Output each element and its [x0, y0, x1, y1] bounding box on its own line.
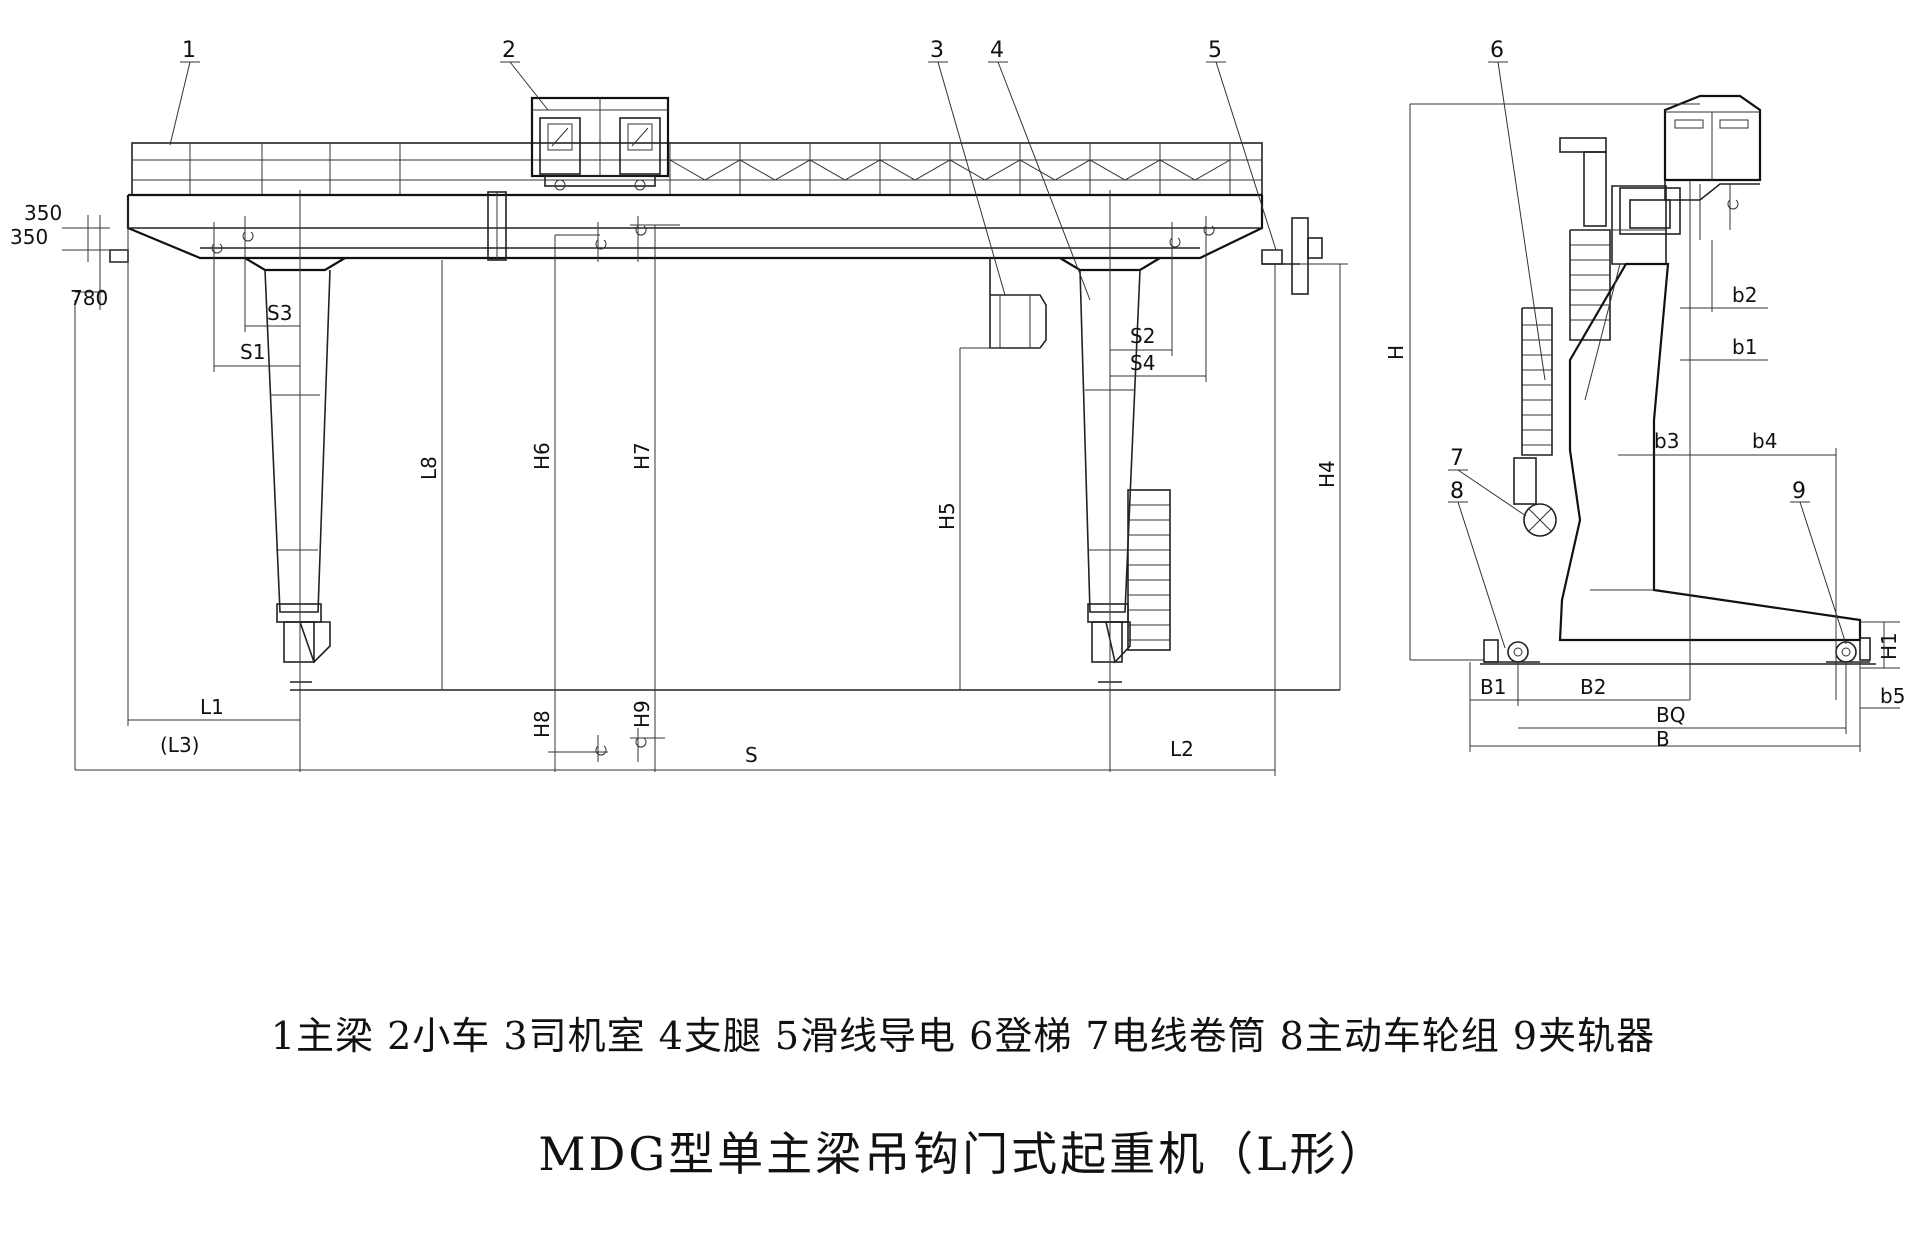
dim-L2: L2 [1170, 737, 1194, 761]
trolley [530, 96, 670, 191]
dim-B: B [1656, 727, 1670, 751]
callout-7: 7 [1450, 446, 1464, 471]
dim-350-top: 350 [24, 201, 62, 225]
front-dimensions [62, 200, 1348, 776]
dim-S4: S4 [1130, 351, 1155, 375]
side-trolley [1663, 94, 1762, 240]
hook-markers [211, 216, 1215, 262]
dim-H4: H4 [1315, 460, 1339, 488]
side-callouts [1448, 61, 1847, 649]
drawing-title: MDG型单主梁吊钩门式起重机（L形） [538, 1127, 1388, 1181]
dim-S2: S2 [1130, 324, 1155, 348]
front-view: 1 2 3 4 5 350 350 780 S3 S1 S2 S4 L1 (L3… [10, 38, 1348, 776]
dim-350-bottom: 350 [10, 225, 48, 249]
callout-3: 3 [930, 38, 944, 63]
cable-drum [1513, 457, 1557, 537]
drive-wheel-left [1483, 639, 1540, 663]
callout-9: 9 [1792, 479, 1806, 504]
dim-L3: (L3) [160, 733, 199, 757]
dim-H5: H5 [935, 502, 959, 530]
walkway-railing [131, 142, 1263, 196]
dim-S: S [745, 743, 758, 767]
callout-4: 4 [990, 38, 1004, 63]
callout-8: 8 [1450, 479, 1464, 504]
dim-L1: L1 [200, 695, 224, 719]
dim-S1: S1 [240, 340, 265, 364]
dim-b3: b3 [1654, 429, 1679, 453]
rail-clamp-right [1826, 637, 1871, 663]
callout-6: 6 [1490, 38, 1504, 63]
dim-H8: H8 [530, 710, 554, 738]
dim-b5: b5 [1880, 684, 1905, 708]
dim-b1: b1 [1732, 335, 1757, 359]
dim-b4: b4 [1752, 429, 1777, 453]
dim-H7: H7 [630, 442, 654, 470]
dim-780: 780 [70, 286, 108, 310]
dim-H: H [1384, 345, 1408, 360]
dim-H6: H6 [530, 442, 554, 470]
callout-1: 1 [182, 38, 196, 63]
side-L-leg [1558, 262, 1862, 642]
callout-5: 5 [1208, 38, 1222, 63]
side-dimensions [1409, 103, 1900, 752]
dim-B1: B1 [1480, 675, 1506, 699]
front-callouts [169, 61, 1277, 301]
left-support-leg [244, 257, 346, 683]
dim-L8: L8 [417, 456, 441, 480]
dim-H9: H9 [630, 700, 654, 728]
conductor-rail-collector [1262, 217, 1323, 295]
parts-legend: 1主梁 2小车 3司机室 4支腿 5滑线导电 6登梯 7电线卷筒 8主动车轮组 … [270, 1014, 1656, 1058]
dim-b2: b2 [1732, 283, 1757, 307]
dim-BQ: BQ [1656, 703, 1685, 727]
dim-B2: B2 [1580, 675, 1606, 699]
dim-S3: S3 [267, 301, 292, 325]
side-ladder [1521, 229, 1611, 456]
dim-H1: H1 [1877, 632, 1901, 660]
side-view: 6 7 8 9 H b2 b1 b3 b4 H1 b5 B1 B2 BQ B [1384, 38, 1905, 752]
callout-2: 2 [502, 38, 516, 63]
main-girder [109, 191, 1283, 265]
leg-ladder [1127, 489, 1171, 651]
